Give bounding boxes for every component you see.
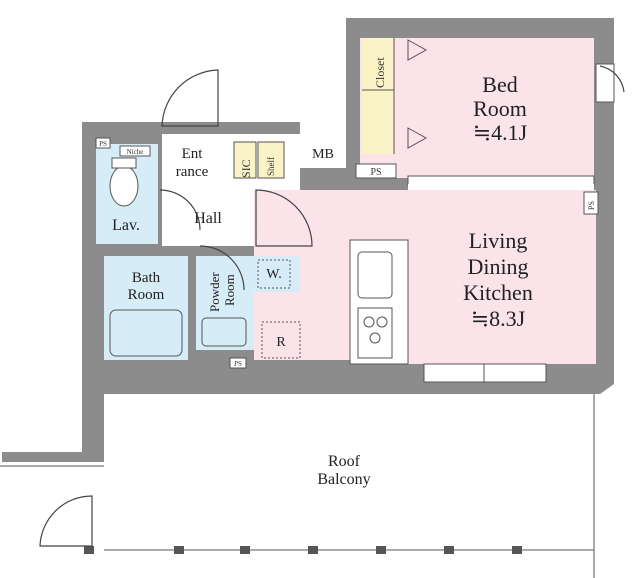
bedroom-size: ≒4.1J (473, 120, 528, 145)
balcony-label-line1: Roof (328, 453, 361, 470)
refrigerator-label: R (276, 335, 286, 350)
labels: Bed Room ≒4.1J Living Dining Kitchen ≒8.… (95, 57, 599, 488)
bathtub (109, 309, 183, 357)
refrigerator-space (261, 321, 301, 359)
ldk-label-line1: Living (469, 228, 528, 253)
hall-door-swing (255, 189, 313, 247)
ps-box-2 (583, 191, 599, 215)
bedroom-window-swing (599, 65, 625, 93)
washer-label: W. (266, 267, 281, 282)
hall-label: Hall (194, 210, 222, 227)
ps-label-1: PS (370, 167, 381, 178)
ps-box-3 (95, 137, 111, 149)
roof-balcony-area (104, 394, 590, 546)
entrance-label-line1: Ent (182, 146, 204, 162)
burner-2 (376, 316, 388, 328)
hall-area (162, 190, 254, 246)
ldk-area (254, 190, 596, 364)
sic-shelf (233, 141, 257, 179)
washer-area (254, 256, 300, 292)
toilet (109, 165, 139, 207)
powder-room-label-line2: Room (222, 274, 237, 306)
powder-room-label-line1: Powder (207, 272, 222, 312)
washbasin (201, 317, 247, 347)
ps-label-2: PS (587, 201, 596, 210)
shelf-label: Shelf (266, 157, 276, 176)
burner-3 (369, 332, 381, 344)
sic-label: SIC (239, 159, 253, 178)
lower-wall (82, 370, 614, 462)
closet-door-right (407, 127, 428, 149)
closet-label: Closet (373, 57, 387, 88)
bathroom-label-line1: Bath (132, 270, 161, 286)
powder-door-swing (199, 245, 245, 291)
ldk-label-line3: Kitchen (463, 280, 533, 305)
balcony-label-line2: Balcony (317, 471, 370, 488)
washer-box (257, 259, 291, 289)
mb-label: MB (312, 147, 334, 162)
kitchen-sink (357, 251, 393, 299)
burner-1 (363, 316, 375, 328)
balcony-door-swing (39, 495, 93, 547)
closet-area (362, 38, 394, 154)
ldk-top-gap (408, 184, 594, 190)
bedroom-side-window (595, 63, 615, 103)
mb-area (300, 122, 346, 168)
entrance-door-swing (161, 69, 219, 127)
niche-label: Niche (127, 148, 144, 156)
entrance-area (162, 134, 224, 190)
ldk-label-line2: Dining (467, 254, 528, 279)
niche-box (119, 145, 151, 157)
ps-box-1 (355, 163, 397, 179)
lavatory-label: Lav. (112, 217, 140, 234)
closet-door-left (407, 39, 428, 61)
ldk-size: ≒8.3J (471, 306, 526, 331)
bedroom-label-line2: Room (473, 96, 527, 121)
ps-box-4 (229, 357, 247, 369)
left-ledge-wall (2, 452, 102, 462)
toilet-tank (111, 157, 137, 169)
bedroom-area (360, 38, 594, 178)
bathroom-label-line2: Room (128, 287, 165, 303)
entrance-label-line2: rance (176, 164, 209, 180)
ps-label-4: PS (234, 360, 242, 368)
balcony-posts (84, 546, 522, 554)
lavatory-door-swing (159, 189, 201, 231)
shelf-unit (257, 141, 285, 179)
ldk-window (423, 363, 547, 383)
ps-label-3: PS (99, 140, 107, 148)
bedroom-label-line1: Bed (482, 72, 517, 97)
